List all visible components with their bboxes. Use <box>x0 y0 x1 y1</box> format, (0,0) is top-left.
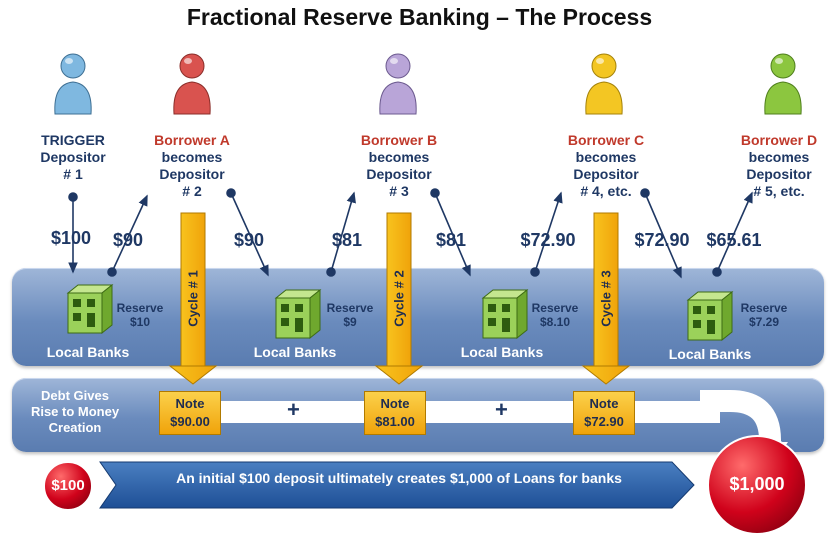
cycle-label: Cycle # 1 <box>185 270 201 327</box>
reserve-value: $8.10 <box>539 315 571 329</box>
start-amount: $100 <box>51 477 85 494</box>
reserve-title: Reserve <box>116 301 164 315</box>
plus-sign: + <box>287 397 300 422</box>
person-line: # 2 <box>182 183 202 199</box>
reserve-title: Reserve <box>531 301 579 315</box>
person-borrower-c-icon <box>585 53 623 115</box>
person-line: Depositor <box>366 166 432 182</box>
person-borrower-b-icon <box>379 53 417 115</box>
cycle-arrow-2 <box>374 212 424 385</box>
person-line: # 3 <box>389 183 409 199</box>
person-line: becomes <box>575 149 637 165</box>
amount-label: $90 <box>112 230 144 250</box>
debt-label-line: Rise to Money <box>30 404 120 419</box>
amount-label: $81 <box>435 230 467 250</box>
person-line: becomes <box>748 149 810 165</box>
person-label-borrower-b: Borrower B becomes Depositor # 3 <box>339 132 459 200</box>
reserve-value: $9 <box>343 315 357 329</box>
person-line: Depositor <box>746 166 812 182</box>
amount-label: $65.61 <box>706 230 762 250</box>
bank-building-icon <box>66 283 114 335</box>
person-line: # 1 <box>63 166 83 182</box>
person-borrower-d-icon <box>764 53 802 115</box>
cycle-label: Cycle # 2 <box>391 270 407 327</box>
note-value: $81.00 <box>375 414 415 429</box>
person-label-trigger: TRIGGER Depositor # 1 <box>13 132 133 183</box>
bank-label: Local Banks <box>46 344 130 360</box>
note-title: Note <box>175 396 205 411</box>
person-line: # 4, etc. <box>580 183 632 199</box>
end-amount: $1,000 <box>729 474 785 494</box>
reserve-label: Reserve $7.29 <box>734 301 794 329</box>
person-role: TRIGGER <box>41 132 105 148</box>
cycle-label: Cycle # 3 <box>598 270 614 327</box>
reserve-label: Reserve $9 <box>320 301 380 329</box>
person-role: Borrower B <box>360 132 438 148</box>
person-line: becomes <box>161 149 223 165</box>
person-role: Borrower D <box>740 132 818 148</box>
note-title: Note <box>380 396 410 411</box>
bank-label: Local Banks <box>668 346 752 362</box>
amount-label: $90 <box>233 230 265 250</box>
person-line: Depositor <box>159 166 225 182</box>
bank-building-icon <box>686 290 734 342</box>
debt-label-line: Debt Gives <box>41 388 109 403</box>
note-value: $90.00 <box>170 414 210 429</box>
cycle-arrow-3 <box>581 212 631 385</box>
person-line: # 5, etc. <box>753 183 805 199</box>
reserve-label: Reserve $10 <box>110 301 170 329</box>
person-trigger-icon <box>54 53 92 115</box>
amount-label: $72.90 <box>520 230 576 250</box>
note-box: Note $81.00 <box>364 391 426 435</box>
bank-building-icon <box>481 288 529 340</box>
reserve-label: Reserve $8.10 <box>525 301 585 329</box>
person-borrower-a-icon <box>173 53 211 115</box>
amount-label: $72.90 <box>634 230 690 250</box>
person-label-borrower-a: Borrower A becomes Depositor # 2 <box>132 132 252 200</box>
person-line: Depositor <box>40 149 106 165</box>
page-title: Fractional Reserve Banking – The Process <box>186 4 653 30</box>
note-box: Note $72.90 <box>573 391 635 435</box>
debt-label-line: Creation <box>48 420 102 435</box>
cycle-arrow-1 <box>168 212 218 385</box>
reserve-title: Reserve <box>740 301 788 315</box>
end-circle <box>707 435 807 535</box>
note-box: Note $90.00 <box>159 391 221 435</box>
reserve-value: $10 <box>129 315 151 329</box>
amount-label: $81 <box>331 230 363 250</box>
person-role: Borrower A <box>154 132 230 148</box>
bank-label: Local Banks <box>460 344 544 360</box>
note-title: Note <box>589 396 619 411</box>
person-label-borrower-c: Borrower C becomes Depositor # 4, etc. <box>546 132 666 200</box>
reserve-title: Reserve <box>326 301 374 315</box>
summary-banner-text: An initial $100 deposit ultimately creat… <box>176 470 622 486</box>
etc-label: Etc. <box>654 402 688 422</box>
bank-label: Local Banks <box>253 344 337 360</box>
person-label-borrower-d: Borrower D becomes Depositor # 5, etc. <box>719 132 839 200</box>
plus-sign: + <box>495 397 508 422</box>
person-role: Borrower C <box>567 132 645 148</box>
person-line: becomes <box>368 149 430 165</box>
bank-building-icon <box>274 288 322 340</box>
flow-arrows <box>68 188 753 279</box>
start-circle <box>43 461 93 511</box>
summary-banner-arrow <box>99 461 695 509</box>
reserve-value: $7.29 <box>748 315 780 329</box>
debt-label: Debt Gives Rise to Money Creation <box>20 388 130 436</box>
amount-label: $100 <box>50 228 92 248</box>
person-line: Depositor <box>573 166 639 182</box>
note-value: $72.90 <box>584 414 624 429</box>
